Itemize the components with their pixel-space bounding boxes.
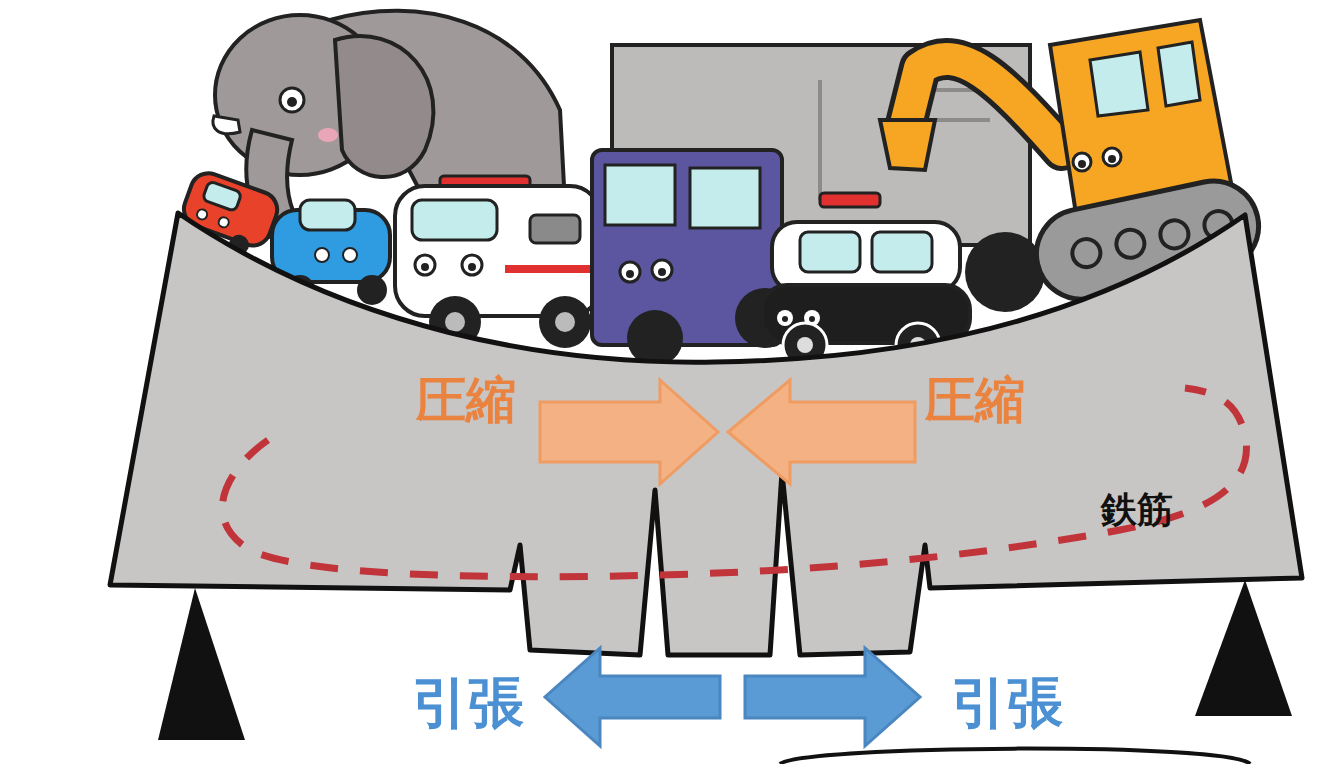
ambulance-part — [445, 312, 465, 332]
excavator-part — [880, 120, 935, 170]
ambulance-part — [468, 263, 476, 271]
police-car-part — [800, 232, 860, 272]
excavator-part-part — [1158, 218, 1191, 251]
police-car-part — [872, 232, 932, 272]
blue-car-part — [343, 248, 357, 262]
excavator-part — [1108, 155, 1116, 163]
elephant-part — [330, 11, 565, 210]
ambulance-part — [462, 255, 482, 275]
excavator-part-part — [1114, 227, 1147, 260]
van-part — [620, 262, 640, 282]
police-car-part — [772, 222, 960, 292]
excavator-part — [1078, 160, 1086, 168]
compression-label: 圧縮 — [925, 375, 1025, 425]
van-part — [627, 310, 683, 366]
tension-label: 引張 — [412, 675, 524, 731]
compression-arrow — [728, 380, 915, 484]
elephant-part — [318, 128, 338, 142]
blue-car-part — [315, 248, 329, 262]
excavator-part — [1158, 42, 1200, 106]
excavator-part-part — [1070, 236, 1103, 269]
ground-curve — [780, 749, 1250, 764]
excavator-part — [1103, 148, 1121, 166]
elephant-part — [280, 88, 304, 112]
tension-arrow — [745, 648, 920, 746]
ambulance-part — [505, 265, 595, 273]
red-car-part — [217, 216, 230, 229]
tension-label: 引張 — [951, 675, 1063, 731]
ambulance-part — [555, 312, 575, 332]
blue-car-part — [300, 200, 355, 230]
ambulance-part — [412, 200, 497, 240]
red-car-part — [196, 208, 209, 221]
rebar — [222, 388, 1246, 577]
support — [158, 588, 245, 740]
van-part — [690, 168, 760, 228]
excavator-part — [1073, 153, 1091, 171]
rebar-label: 鉄筋 — [1101, 492, 1173, 528]
police-car-part — [777, 310, 793, 326]
police-car-part — [782, 316, 788, 322]
compression-arrow — [540, 380, 718, 484]
blue-car-part — [357, 275, 387, 305]
police-car-part — [797, 337, 813, 353]
ambulance-part — [415, 255, 435, 275]
police-car-part — [820, 193, 880, 207]
ambulance-part — [539, 296, 591, 348]
elephant-part — [287, 97, 297, 107]
police-car-part — [809, 316, 815, 322]
van-part — [658, 268, 666, 276]
compression-label: 圧縮 — [416, 375, 516, 425]
concrete-beam — [110, 213, 1302, 655]
excavator-part — [1090, 52, 1148, 116]
support — [1195, 580, 1292, 716]
van-part — [626, 270, 634, 278]
van-part — [652, 260, 672, 280]
van — [592, 150, 795, 366]
ambulance — [395, 176, 600, 348]
ambulance-part — [421, 263, 429, 271]
truck-wheel — [965, 232, 1045, 312]
elephant-part — [335, 36, 433, 177]
red-car-part — [202, 181, 242, 212]
ambulance-part — [530, 215, 580, 243]
elephant-part — [213, 116, 240, 134]
tension-arrow — [545, 648, 720, 746]
van-part — [605, 165, 675, 225]
